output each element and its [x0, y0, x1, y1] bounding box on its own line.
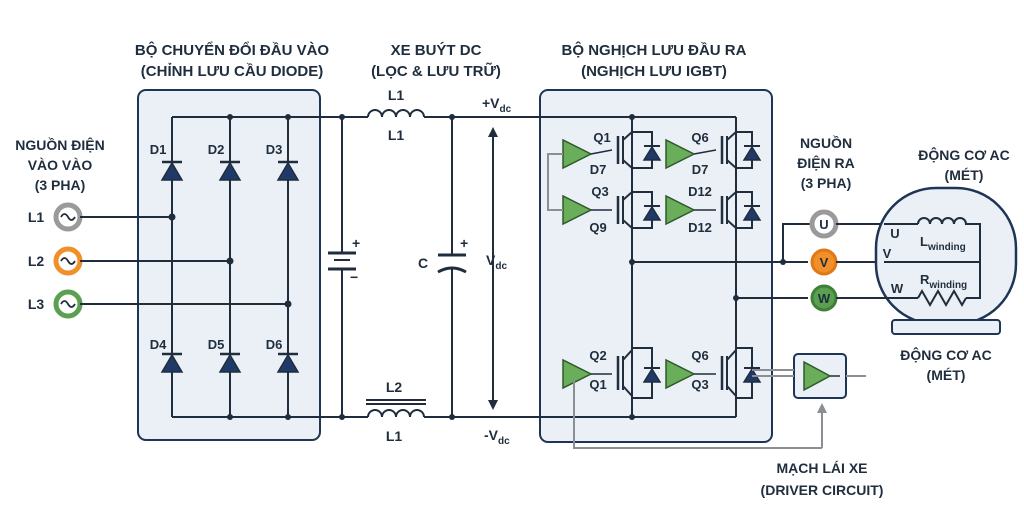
- driver-title-2: (DRIVER CIRCUIT): [761, 482, 884, 498]
- svg-text:+: +: [352, 235, 360, 251]
- svg-text:D3: D3: [266, 142, 283, 157]
- driver-title-1: MẠCH LÁI XE: [777, 460, 868, 476]
- svg-text:Q6: Q6: [691, 348, 708, 363]
- svg-text:W: W: [818, 291, 831, 306]
- vdc-label: Vdc: [486, 252, 507, 272]
- svg-text:C: C: [418, 255, 428, 271]
- svg-text:L2: L2: [386, 379, 403, 395]
- diode-d6: D6: [266, 337, 300, 373]
- svg-text:L1: L1: [386, 428, 403, 444]
- driver-amp-icon: [803, 360, 832, 392]
- diode-d3: D3: [266, 142, 300, 181]
- inductor-top: L1 L1: [367, 87, 425, 143]
- output-inverter-title: BỘ NGHỊCH LƯU ĐẦU RA: [562, 41, 747, 59]
- input-converter-title: BỘ CHUYỂN ĐỔI ĐẦU VÀO: [135, 41, 330, 59]
- igbt-q1: Q1 D7: [590, 130, 662, 177]
- svg-text:Q3: Q3: [691, 377, 708, 392]
- svg-text:D12: D12: [688, 184, 712, 199]
- l-winding-label: Lwinding: [920, 234, 966, 253]
- igbt-q3: Q3 Q9: [589, 184, 662, 235]
- output-terminal-u: U: [809, 209, 839, 239]
- svg-text:Q1: Q1: [593, 130, 610, 145]
- svg-text:D2: D2: [208, 142, 225, 157]
- output-title-2: ĐIỆN RA: [797, 154, 855, 171]
- source-phase-l1: L1: [28, 202, 83, 232]
- gate-amp-icon: [562, 358, 593, 390]
- svg-text:D1: D1: [150, 142, 167, 157]
- motor-title-bottom-2: (MÉT): [927, 367, 966, 383]
- svg-text:W: W: [891, 281, 904, 296]
- svg-text:L2: L2: [28, 253, 45, 269]
- capacitor-c: C +: [418, 117, 468, 417]
- svg-text:Q2: Q2: [589, 348, 606, 363]
- igbt-d12: D12 D12: [688, 184, 762, 235]
- svg-text:D5: D5: [208, 337, 225, 352]
- input-converter-subtitle: (CHỈNH LƯU CẦU DIODE): [141, 63, 323, 80]
- output-terminal-v: V: [810, 248, 838, 276]
- source-title-1: NGUỒN ĐIỆN: [15, 136, 104, 153]
- svg-text:D7: D7: [692, 162, 709, 177]
- motor-title-top-2: (MÉT): [945, 167, 984, 183]
- inverter-panel: [539, 89, 773, 443]
- capacitor-c1: + −: [328, 117, 360, 417]
- output-title-1: NGUỒN: [800, 134, 852, 151]
- vdc-positive-label: +Vdc: [482, 95, 512, 115]
- inductor-bottom: L2 L1: [366, 379, 426, 444]
- igbt-q6-lower: Q6 Q3: [691, 348, 762, 397]
- dc-bus-subtitle: (LỌC & LƯU TRỮ): [371, 62, 501, 80]
- output-title-3: (3 PHA): [801, 175, 852, 191]
- svg-text:D6: D6: [266, 337, 283, 352]
- gate-amp-icon: [665, 358, 696, 390]
- diode-d2: D2: [208, 142, 242, 181]
- svg-text:D7: D7: [590, 162, 607, 177]
- source-title-3: (3 PHA): [35, 177, 86, 193]
- output-terminal-w: W: [810, 284, 838, 312]
- svg-text:Q6: Q6: [691, 130, 708, 145]
- svg-text:D4: D4: [150, 337, 167, 352]
- driver-circuit-block: [573, 353, 866, 449]
- motor-title-bottom-1: ĐỘNG CƠ AC: [900, 346, 992, 363]
- gate-driver-amps: [547, 138, 717, 390]
- gate-amp-icon: [665, 194, 696, 226]
- svg-text:L1: L1: [388, 87, 405, 103]
- source-phase-l2: L2: [28, 246, 83, 276]
- gate-amp-icon: [665, 138, 696, 170]
- dc-bus-title: XE BUÝT DC: [391, 41, 482, 59]
- ac-motor-icon: U V W Lwinding Rwinding: [874, 186, 1018, 335]
- igbt-q6-upper: Q6 D7: [691, 130, 762, 177]
- source-phase-l3: L3: [28, 289, 83, 319]
- svg-text:Q1: Q1: [589, 377, 606, 392]
- svg-text:U: U: [890, 226, 899, 241]
- svg-text:L3: L3: [28, 296, 45, 312]
- diode-d4: D4: [150, 337, 184, 373]
- svg-text:L1: L1: [28, 209, 45, 225]
- vdc-negative-label: -Vdc: [484, 427, 510, 447]
- svg-text:U: U: [819, 217, 828, 232]
- svg-text:Q9: Q9: [589, 220, 606, 235]
- svg-text:Q3: Q3: [591, 184, 608, 199]
- svg-text:+: +: [460, 235, 468, 251]
- svg-text:V: V: [883, 246, 892, 261]
- svg-text:L1: L1: [388, 127, 405, 143]
- diode-d1: D1: [150, 142, 184, 181]
- motor-title-top-1: ĐỘNG CƠ AC: [918, 146, 1010, 163]
- output-inverter-subtitle: (NGHỊCH LƯU IGBT): [581, 63, 727, 80]
- svg-text:−: −: [350, 269, 358, 285]
- wire-u: [782, 223, 812, 262]
- source-title-2: VÀO VÀO: [28, 157, 93, 173]
- diode-d5: D5: [208, 337, 242, 373]
- r-winding-label: Rwinding: [920, 272, 967, 291]
- svg-text:V: V: [820, 255, 829, 270]
- svg-text:D12: D12: [688, 220, 712, 235]
- igbt-q2: Q2 Q1: [589, 348, 662, 397]
